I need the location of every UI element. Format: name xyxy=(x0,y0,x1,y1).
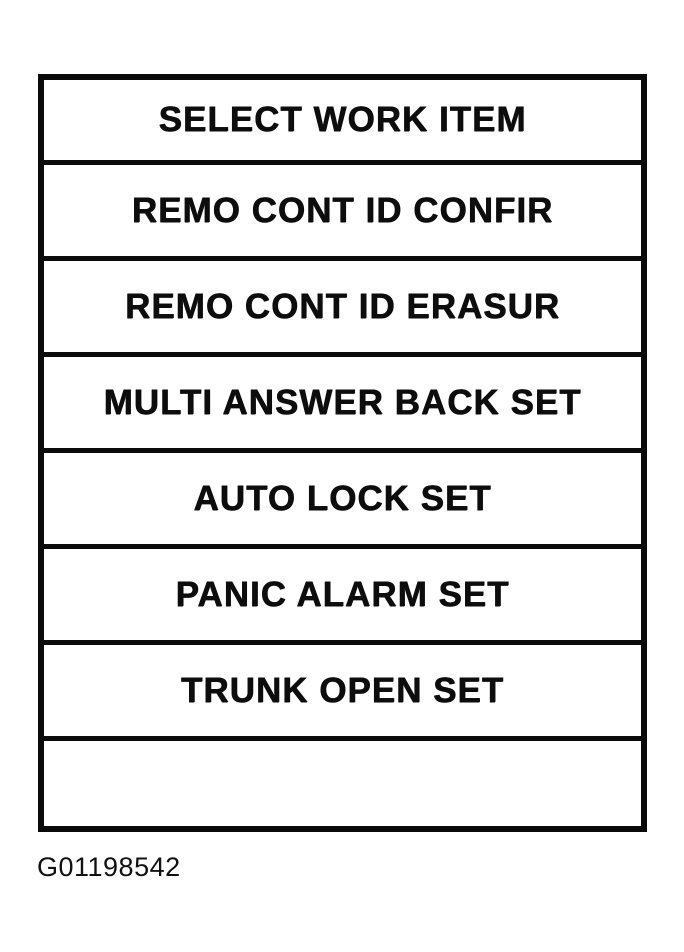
menu-item-label: MULTI ANSWER BACK SET xyxy=(103,382,582,422)
figure-id-caption: G01198542 xyxy=(37,852,181,882)
menu-title-row: SELECT WORK ITEM xyxy=(44,80,641,160)
menu-item-label: TRUNK OPEN SET xyxy=(180,670,505,710)
menu-item-remo-cont-id-erasur[interactable]: REMO CONT ID ERASUR xyxy=(44,256,641,352)
menu-item-label: PANIC ALARM SET xyxy=(175,574,510,614)
menu-item-panic-alarm-set[interactable]: PANIC ALARM SET xyxy=(44,544,641,640)
menu-title: SELECT WORK ITEM xyxy=(158,100,527,139)
work-item-menu: SELECT WORK ITEM REMO CONT ID CONFIR REM… xyxy=(38,74,647,832)
menu-item-label: REMO CONT ID CONFIR xyxy=(131,190,554,230)
menu-item-remo-cont-id-confir[interactable]: REMO CONT ID CONFIR xyxy=(44,160,641,256)
menu-item-label: REMO CONT ID ERASUR xyxy=(124,286,561,326)
menu-item-auto-lock-set[interactable]: AUTO LOCK SET xyxy=(44,448,641,544)
menu-item-trunk-open-set[interactable]: TRUNK OPEN SET xyxy=(44,640,641,736)
menu-item-multi-answer-back-set[interactable]: MULTI ANSWER BACK SET xyxy=(44,352,641,448)
menu-item-label: AUTO LOCK SET xyxy=(193,478,492,518)
menu-empty-row xyxy=(44,736,641,826)
